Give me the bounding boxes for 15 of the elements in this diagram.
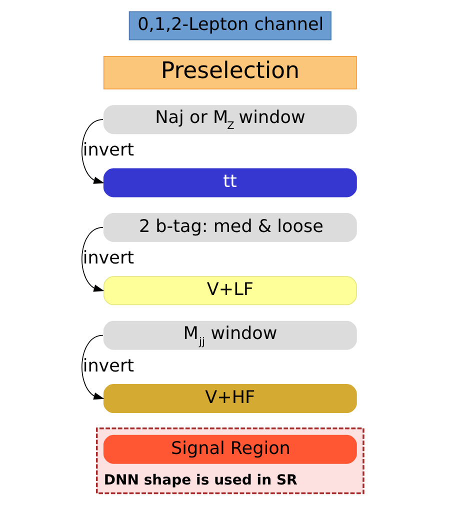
node-box: tt — [103, 168, 357, 198]
edge-label: invert — [82, 248, 134, 268]
node-box: Signal Region — [103, 434, 357, 464]
node-box: Naj or M$_{Z}$ window — [103, 105, 357, 134]
node-box: Preselection — [103, 56, 357, 90]
arrow — [82, 227, 104, 292]
arrow — [82, 334, 104, 400]
node-box: 2 b-tag: med & loose — [103, 213, 357, 242]
arrow — [82, 119, 104, 184]
node-box: M$_{jj}$ window — [103, 320, 357, 350]
edge-label: invert — [82, 356, 134, 376]
node-box: 0,1,2-Lepton channel — [128, 11, 332, 40]
edge-label: invert — [82, 140, 134, 161]
node-box: V+HF — [103, 384, 357, 413]
node-box: V+LF — [103, 276, 357, 306]
